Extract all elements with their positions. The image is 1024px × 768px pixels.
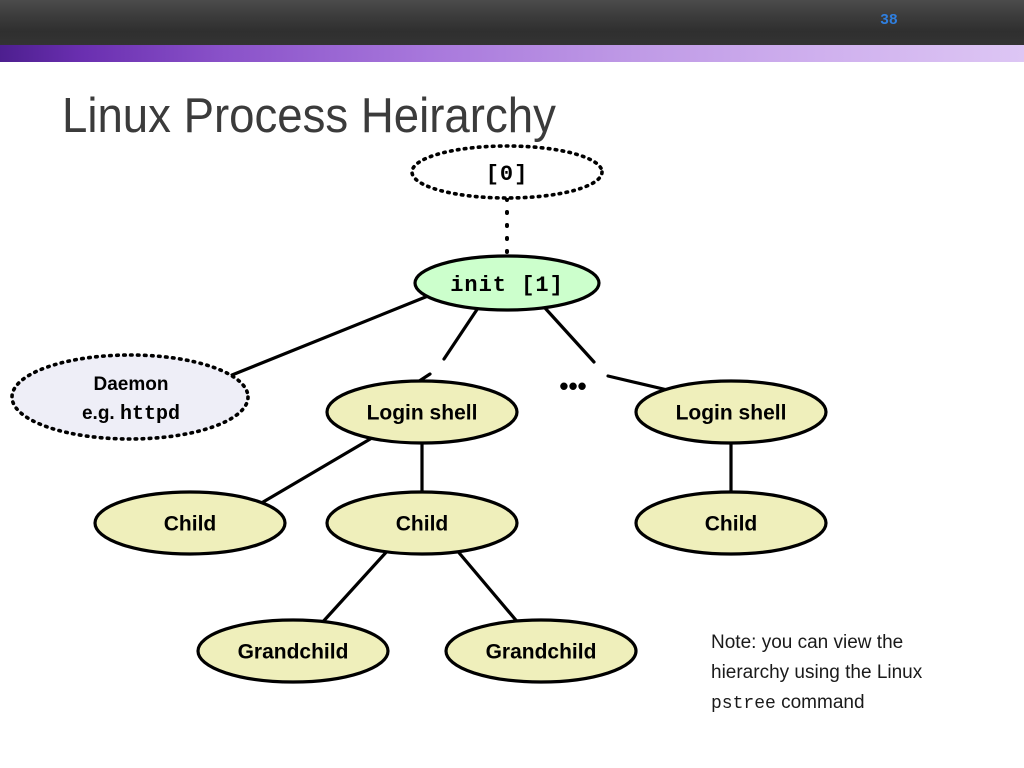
node-daemon-label: Daemon xyxy=(94,374,169,395)
node-login-shell-1-shape[interactable] xyxy=(325,379,519,445)
node-kernel-shape[interactable] xyxy=(410,144,604,200)
edge-init-login2-upper xyxy=(543,306,596,364)
node-child-2-shape[interactable] xyxy=(325,490,519,556)
edge-child2-grandchild2 xyxy=(453,546,522,627)
node-child-1[interactable]: Child xyxy=(93,490,287,556)
edge-init-login1-upper xyxy=(442,306,480,361)
node-daemon-example-prefix: e.g. xyxy=(82,403,120,424)
node-child-2[interactable]: Child xyxy=(325,490,519,556)
note-line-1: Note: you can view the xyxy=(711,632,904,653)
ellipsis-more-shells: ••• xyxy=(559,371,586,401)
page-title: Linux Process Heirarchy xyxy=(62,89,556,143)
slide-header-bar: 38 xyxy=(0,0,1024,45)
node-grandchild-1-label: Grandchild xyxy=(238,641,349,664)
node-grandchild-1[interactable]: Grandchild xyxy=(196,618,390,684)
edge-child2-grandchild1 xyxy=(318,546,392,627)
node-daemon-shape[interactable] xyxy=(10,353,250,441)
note-line-3: pstree command xyxy=(711,688,1001,719)
node-child-3-label: Child xyxy=(705,513,758,536)
edge-init-daemon xyxy=(230,294,430,377)
node-grandchild-2-shape[interactable] xyxy=(444,618,638,684)
accent-divider xyxy=(0,45,1024,62)
node-login-shell-1-label: Login shell xyxy=(367,402,478,425)
diagram-nodes: [0] init [1] Daemon e.g. httpd Login she… xyxy=(10,144,828,684)
node-child-1-label: Child xyxy=(164,513,217,536)
node-child-1-shape[interactable] xyxy=(93,490,287,556)
node-grandchild-1-shape[interactable] xyxy=(196,618,390,684)
note-command: pstree xyxy=(711,694,776,714)
note-line-2: hierarchy using the Linux xyxy=(711,662,923,683)
node-grandchild-2-label: Grandchild xyxy=(486,641,597,664)
node-daemon-example-command: httpd xyxy=(120,403,180,426)
node-login-shell-2-label: Login shell xyxy=(676,402,787,425)
note-block: Note: you can view the hierarchy using t… xyxy=(711,628,1001,719)
page-number: 38 xyxy=(880,11,898,28)
node-grandchild-2[interactable]: Grandchild xyxy=(444,618,638,684)
node-kernel[interactable]: [0] xyxy=(410,144,604,200)
node-login-shell-2[interactable]: Login shell xyxy=(634,379,828,445)
node-init-shape[interactable] xyxy=(413,254,601,312)
note-line-3-tail: command xyxy=(775,692,865,713)
node-init[interactable]: init [1] xyxy=(413,254,601,312)
node-child-2-label: Child xyxy=(396,513,449,536)
node-login-shell-1[interactable]: Login shell xyxy=(325,379,519,445)
node-kernel-label: [0] xyxy=(486,162,529,187)
node-init-label: init [1] xyxy=(450,273,564,298)
node-child-3-shape[interactable] xyxy=(634,490,828,556)
node-daemon[interactable]: Daemon e.g. httpd xyxy=(10,353,250,441)
node-login-shell-2-shape[interactable] xyxy=(634,379,828,445)
node-daemon-example: e.g. httpd xyxy=(82,403,180,426)
node-child-3[interactable]: Child xyxy=(634,490,828,556)
edge-login1-child1 xyxy=(256,433,379,507)
